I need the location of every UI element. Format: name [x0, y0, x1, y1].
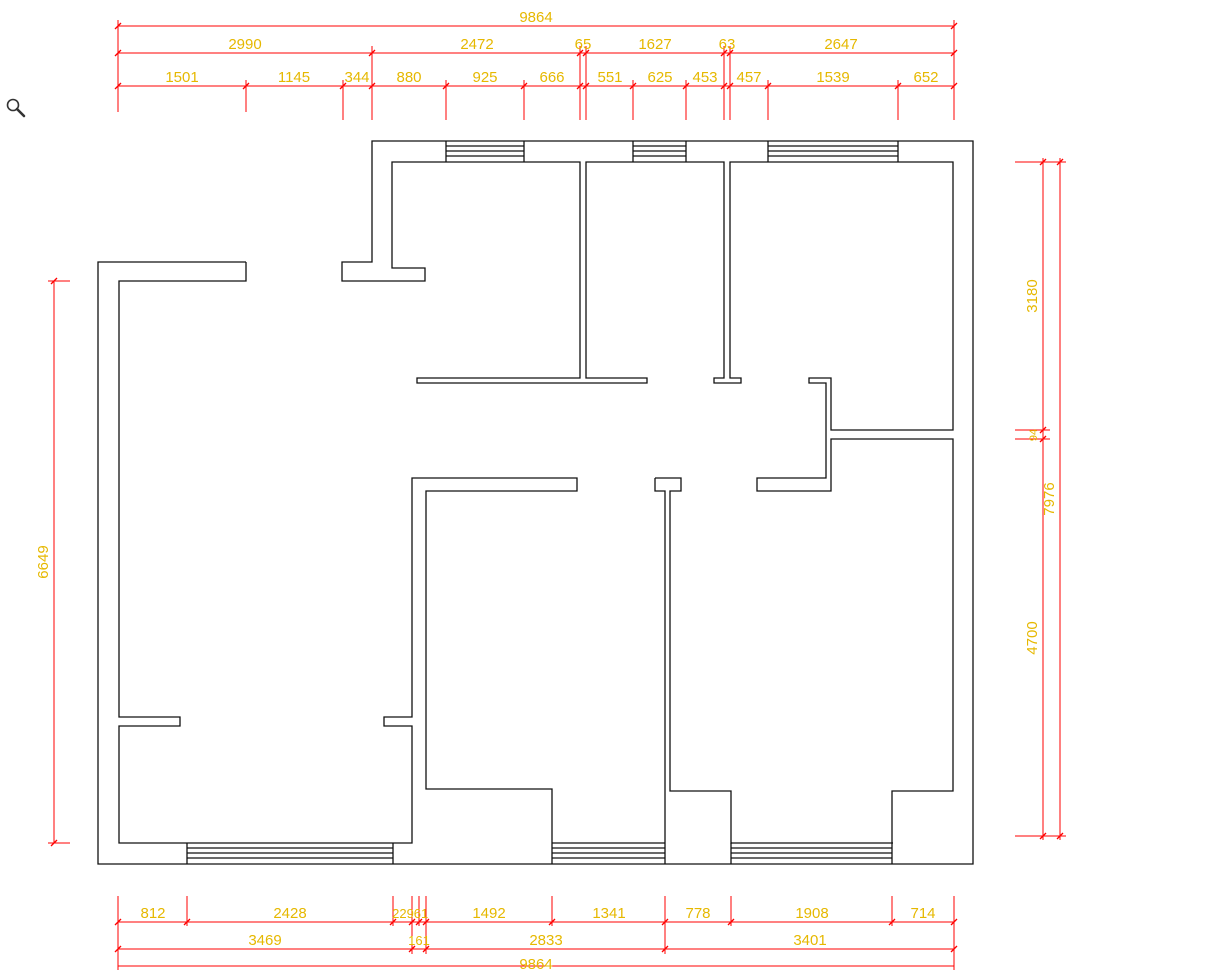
dim-bottom-row1-6: 1341 — [592, 905, 625, 922]
window-bottom-1 — [186, 843, 394, 864]
dim-right-seg-3: 4700 — [1024, 621, 1041, 654]
dim-bottom-row2-4: 3401 — [793, 932, 826, 949]
dim-bottom-row1-9: 714 — [910, 905, 935, 922]
zoom-button[interactable] — [4, 96, 28, 120]
dim-bottom-row1-7: 778 — [685, 905, 710, 922]
left-dimension: 6649 — [35, 277, 70, 847]
right-dimensions: 3180 94 4700 7976 — [1015, 158, 1066, 840]
dim-right-seg-2: 94 — [1028, 429, 1040, 441]
dim-top-row3-12: 652 — [913, 69, 938, 86]
top-ticks — [114, 22, 958, 90]
dim-top-row3-1: 1501 — [165, 69, 198, 86]
dim-top-row3-4: 880 — [396, 69, 421, 86]
dim-top-row3-10: 457 — [736, 69, 761, 86]
window-bottom-2 — [551, 842, 665, 864]
window-bottom-3 — [730, 842, 893, 864]
dim-top-row2-5: 63 — [719, 36, 736, 53]
dim-top-row2-3: 65 — [575, 36, 592, 53]
dim-top-row3-7: 551 — [597, 69, 622, 86]
dim-top-row3-9: 453 — [692, 69, 717, 86]
bottom-extension-lines — [117, 896, 955, 970]
dim-top-row3-6: 666 — [539, 69, 564, 86]
dim-bottom-row1-4: 61 — [414, 906, 428, 921]
dim-top-row2-6: 2647 — [824, 36, 857, 53]
dim-top-row3-8: 625 — [647, 69, 672, 86]
dim-bottom-row1-8: 1908 — [795, 905, 828, 922]
dim-top-row2-2: 2472 — [460, 36, 493, 53]
dim-bottom-row2-1: 3469 — [248, 932, 281, 949]
bottom-ticks — [114, 918, 958, 953]
dim-left-total: 6649 — [35, 545, 52, 578]
magnifier-icon — [6, 98, 26, 118]
bottom-dimensions: 812 2428 229 61 1492 1341 778 1908 714 3… — [114, 896, 958, 973]
dim-bottom-row1-5: 1492 — [472, 905, 505, 922]
dim-right-total: 7976 — [1041, 482, 1058, 515]
dim-top-row2-1: 2990 — [228, 36, 261, 53]
dim-top-row3-3: 344 — [344, 69, 369, 86]
floor-plan-walls — [97, 140, 974, 865]
dim-bottom-row1-1: 812 — [140, 905, 165, 922]
dim-bottom-row2-3: 2833 — [529, 932, 562, 949]
dim-bottom-total: 9864 — [519, 956, 552, 973]
dim-bottom-row1-3: 229 — [392, 906, 414, 921]
dim-top-row3-5: 925 — [472, 69, 497, 86]
dim-top-row3-11: 1539 — [816, 69, 849, 86]
window-top-2 — [632, 141, 687, 162]
top-dimensions: 9864 2990 2472 65 1627 63 2647 1501 1145… — [114, 9, 958, 120]
dim-bottom-row1-2: 2428 — [273, 905, 306, 922]
dim-bottom-row2-2: 161 — [408, 933, 430, 948]
window-top-3 — [767, 141, 899, 162]
dim-top-total: 9864 — [519, 9, 552, 26]
dim-top-row2-4: 1627 — [638, 36, 671, 53]
window-top-1 — [445, 141, 525, 162]
dim-top-row3-2: 1145 — [278, 69, 310, 86]
dim-right-seg-1: 3180 — [1024, 279, 1041, 312]
